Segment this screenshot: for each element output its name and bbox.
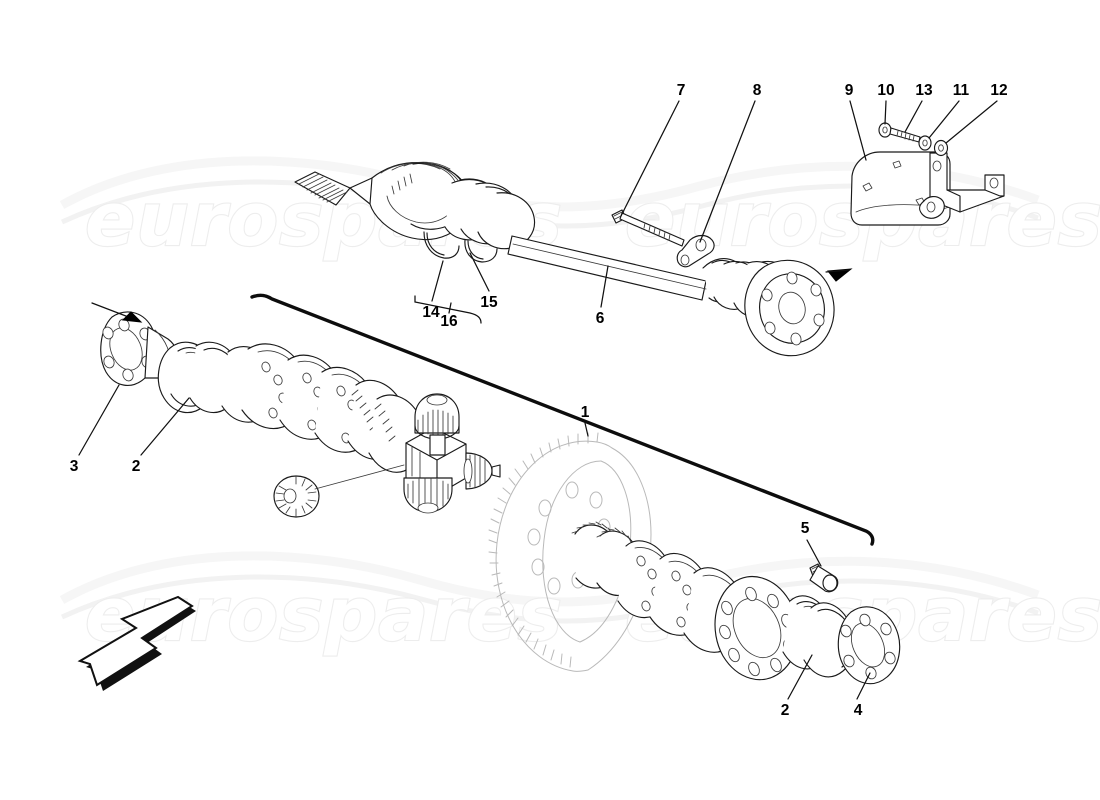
callout-5: 5 xyxy=(801,520,810,537)
boot-clamp xyxy=(423,231,498,263)
carrier-cross-pin xyxy=(491,464,501,478)
fastener-nut-12 xyxy=(933,139,949,157)
retaining-plate xyxy=(676,234,715,268)
retaining-bolt-5 xyxy=(809,563,839,593)
callout-9: 9 xyxy=(845,82,854,99)
callout-15: 15 xyxy=(480,294,498,311)
direction-arrow-left-flange xyxy=(91,302,143,323)
bevel-gear-top xyxy=(414,393,460,456)
drive-shaft-bar xyxy=(507,235,707,301)
callout-7: 7 xyxy=(677,82,686,99)
direction-arrow-right xyxy=(825,268,853,282)
callout-12: 12 xyxy=(990,82,1007,99)
callout-8: 8 xyxy=(753,82,762,99)
orientation-arrow-3d xyxy=(77,595,196,691)
callout-10: 10 xyxy=(877,82,894,99)
callout-13: 13 xyxy=(915,82,933,99)
callout-4: 4 xyxy=(854,702,863,719)
heat-shield-assembly xyxy=(850,122,1005,226)
callout-1: 1 xyxy=(581,404,590,421)
side-gear-left-detached xyxy=(273,464,405,518)
leader-lines xyxy=(78,100,998,700)
differential-spider-assembly xyxy=(273,393,501,518)
fastener-washer-10 xyxy=(878,122,892,138)
watermark-swoosh-bottom xyxy=(59,551,1040,624)
right-output-shaft-assembly xyxy=(571,521,901,685)
bevel-gear-bottom xyxy=(403,477,453,514)
output-flange-right xyxy=(837,606,901,685)
callout-2-left: 2 xyxy=(132,458,141,475)
fastener-washer-11 xyxy=(918,135,932,151)
callout-14: 14 xyxy=(422,304,440,321)
cv-joint-flange-right xyxy=(744,259,835,357)
side-gear-right xyxy=(463,452,493,490)
main-assembly-pointer-line xyxy=(250,293,875,546)
callout-6: 6 xyxy=(596,310,605,327)
callout-2-right: 2 xyxy=(781,702,790,719)
drive-shaft-assembly-top xyxy=(294,161,853,357)
left-output-shaft-assembly xyxy=(91,302,426,473)
callout-16: 16 xyxy=(440,313,458,330)
cv-joint-boot xyxy=(444,178,536,250)
callout-3: 3 xyxy=(70,458,79,475)
callout-11: 11 xyxy=(953,82,970,99)
heat-shield-bracket xyxy=(918,152,1005,219)
